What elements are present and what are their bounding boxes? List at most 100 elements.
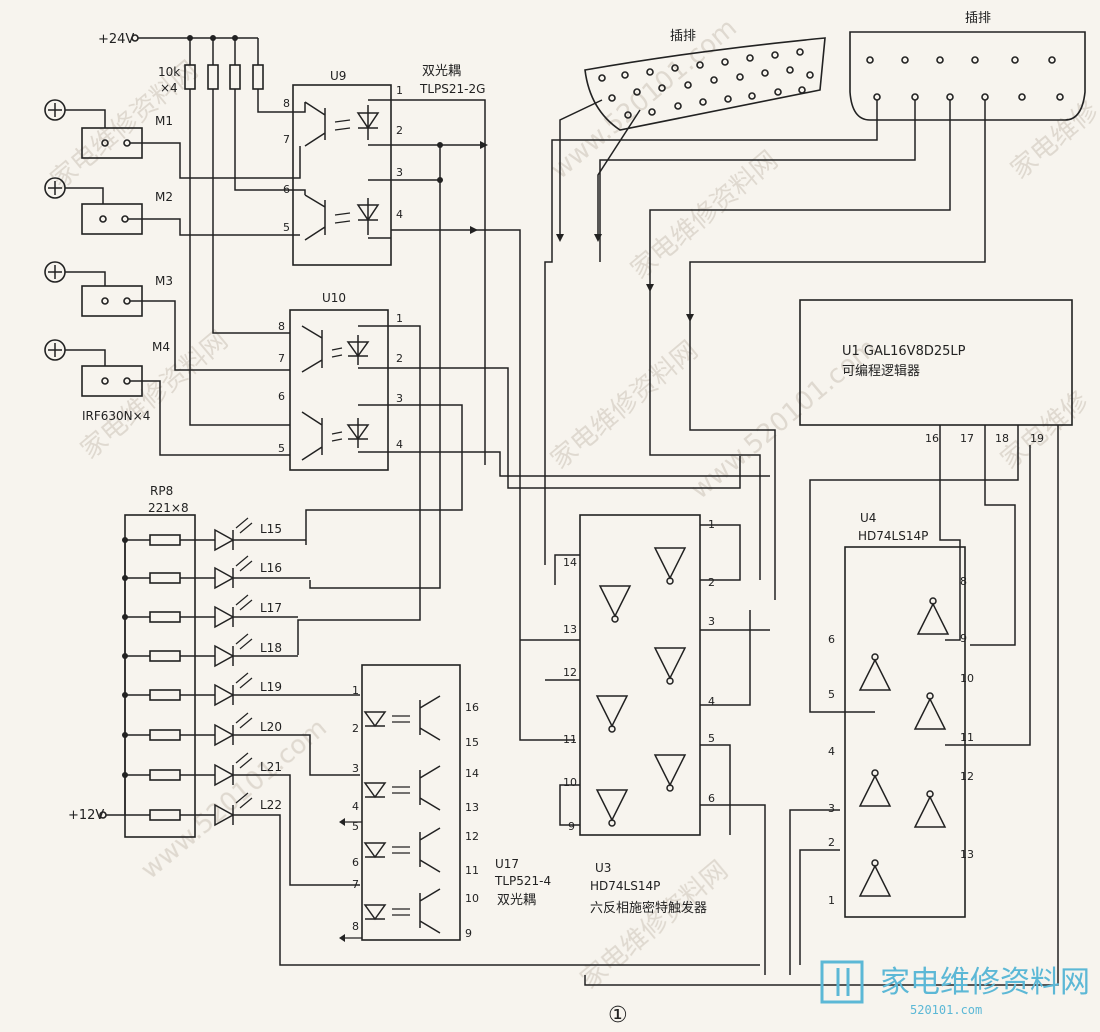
led-l15-label: L15	[260, 522, 282, 536]
svg-text:1: 1	[396, 312, 403, 325]
svg-text:6: 6	[283, 183, 290, 196]
svg-text:2: 2	[708, 576, 715, 589]
svg-text:10: 10	[960, 672, 974, 685]
svg-text:5: 5	[708, 732, 715, 745]
u17-label: U17	[495, 857, 519, 871]
logo-url: 520101.com	[910, 1003, 982, 1017]
svg-text:16: 16	[465, 701, 479, 714]
mosfet-m4-label: M4	[152, 340, 170, 354]
led-l16-label: L16	[260, 561, 282, 575]
resistor-pack-rp8	[124, 514, 196, 838]
pal-u1: U1 GAL16V8D25LP 可编程逻辑器 16 17 18 19	[799, 299, 1073, 445]
mosfet-m4: M4	[44, 339, 290, 456]
connector-right-label: 插排	[965, 11, 991, 26]
resistor-value-label: 10k	[158, 65, 180, 79]
mosfet-m2-label: M2	[155, 190, 173, 204]
svg-text:16: 16	[925, 432, 939, 445]
connector-right: 插排	[849, 11, 1086, 121]
svg-text:11: 11	[465, 864, 479, 877]
svg-text:家电维修资料网: 家电维修资料网	[625, 145, 784, 285]
optocoupler-u10: U10 8 7 6 5 1 2 3 4	[278, 291, 403, 471]
svg-text:4: 4	[352, 800, 359, 813]
u3-part-label: HD74LS14P	[590, 879, 660, 893]
svg-text:3: 3	[352, 762, 359, 775]
svg-text:12: 12	[465, 830, 479, 843]
u17-type-label: 双光耦	[497, 893, 536, 908]
mosfet-m1-label: M1	[155, 114, 173, 128]
svg-text:1: 1	[352, 684, 359, 697]
u9-type-label: 双光耦	[422, 64, 461, 79]
v12-label: +12V	[68, 808, 104, 823]
svg-text:5: 5	[278, 442, 285, 455]
svg-text:9: 9	[568, 820, 575, 833]
svg-text:8: 8	[352, 920, 359, 933]
svg-text:11: 11	[563, 733, 577, 746]
svg-text:6: 6	[828, 633, 835, 646]
svg-text:1: 1	[828, 894, 835, 907]
svg-text:12: 12	[960, 770, 974, 783]
u3-label: U3	[595, 861, 611, 875]
watermark-pattern: 家电维修资料网 www.520101.com 家电维修资料网 家电维修资料网 家…	[45, 13, 1100, 996]
mosfet-m1: M1	[44, 99, 290, 179]
rp8-value-label: 221×8	[148, 501, 189, 515]
rp8-label: RP8	[150, 484, 173, 498]
svg-text:3: 3	[396, 166, 403, 179]
svg-text:家电维修: 家电维修	[1005, 96, 1100, 186]
svg-text:8: 8	[283, 97, 290, 110]
mosfet-m3: M3	[44, 261, 290, 371]
svg-text:6: 6	[352, 856, 359, 869]
svg-text:6: 6	[278, 390, 285, 403]
svg-text:9: 9	[960, 632, 967, 645]
svg-text:5: 5	[283, 221, 290, 234]
mosfet-part-label: IRF630N×4	[82, 409, 150, 423]
led-l22-label: L22	[260, 798, 282, 812]
connector-left: 插排	[584, 29, 826, 131]
svg-text:家电维修: 家电维修	[995, 386, 1094, 476]
svg-text:7: 7	[352, 878, 359, 891]
svg-text:11: 11	[960, 731, 974, 744]
u4-part-label: HD74LS14P	[858, 529, 928, 543]
svg-text:10: 10	[465, 892, 479, 905]
figure-number: ①	[608, 1003, 628, 1028]
u10-label: U10	[322, 291, 346, 305]
svg-text:5: 5	[828, 688, 835, 701]
svg-text:家电维修资料网: 家电维修资料网	[575, 855, 734, 995]
svg-text:7: 7	[283, 133, 290, 146]
svg-text:9: 9	[465, 927, 472, 940]
u3-desc-label: 六反相施密特触发器	[590, 900, 707, 916]
mosfet-m2: M2	[44, 177, 290, 236]
optocoupler-u9: U9 双光耦 TLPS21-2G 8 7 6 5 1 2 3 4	[283, 64, 485, 266]
svg-text:10: 10	[563, 776, 577, 789]
u9-label: U9	[330, 69, 346, 83]
u9-part-label: TLPS21-2G	[419, 82, 485, 96]
v24-label: +24V	[98, 32, 134, 47]
svg-text:4: 4	[708, 695, 715, 708]
svg-text:3: 3	[708, 615, 715, 628]
logo-text: 家电维修资料网	[880, 965, 1090, 1000]
svg-text:19: 19	[1030, 432, 1044, 445]
u4-label: U4	[860, 511, 876, 525]
svg-text:2: 2	[396, 124, 403, 137]
svg-text:2: 2	[396, 352, 403, 365]
led-l21-label: L21	[260, 760, 282, 774]
svg-text:3: 3	[396, 392, 403, 405]
svg-text:13: 13	[465, 801, 479, 814]
resistor-count-label: ×4	[160, 81, 178, 95]
svg-text:7: 7	[278, 352, 285, 365]
svg-text:14: 14	[465, 767, 479, 780]
svg-text:www.520101.com: www.520101.com	[135, 713, 333, 886]
pal-title: U1 GAL16V8D25LP	[842, 344, 966, 359]
svg-text:4: 4	[396, 208, 403, 221]
svg-text:2: 2	[352, 722, 359, 735]
svg-text:14: 14	[563, 556, 577, 569]
led-l20-label: L20	[260, 720, 282, 734]
site-logo: 家电维修资料网 520101.com	[820, 960, 1090, 1017]
svg-text:17: 17	[960, 432, 974, 445]
svg-text:8: 8	[278, 320, 285, 333]
svg-text:5: 5	[352, 820, 359, 833]
optocoupler-u17: 1 2 3 4 5 6 7 8 16 15 14 13 12 11 10 9	[339, 664, 479, 942]
svg-text:13: 13	[960, 848, 974, 861]
svg-text:15: 15	[465, 736, 479, 749]
led-array	[125, 517, 255, 827]
